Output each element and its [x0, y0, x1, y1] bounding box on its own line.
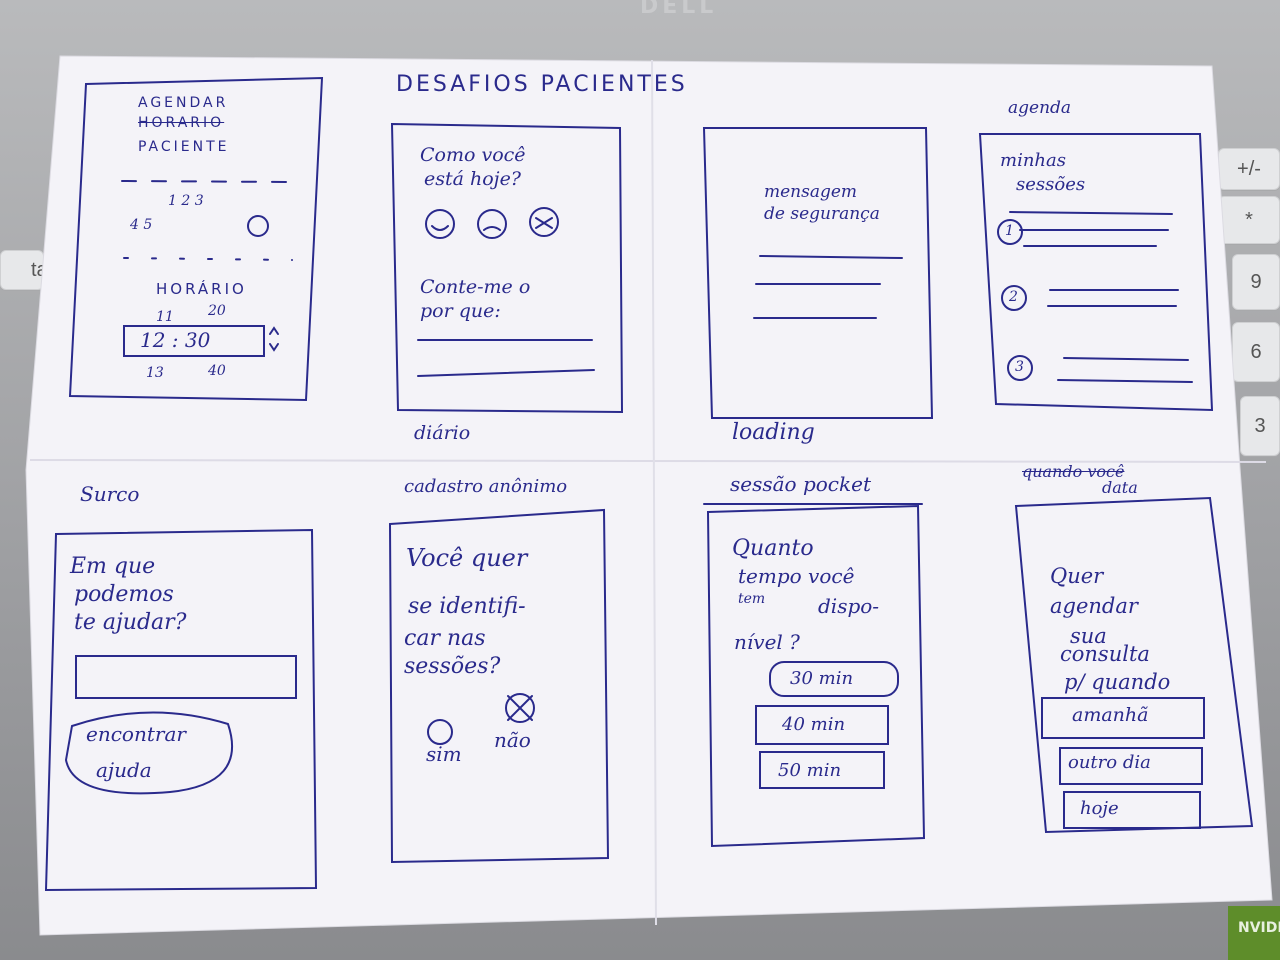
time-below-hour: 13 — [146, 365, 164, 381]
anonimo-yes-label[interactable]: sim — [426, 742, 462, 766]
key-nine[interactable]: 9 — [1232, 254, 1280, 310]
option-30-min-button[interactable]: 30 min — [790, 668, 854, 689]
quando-question-5: p/ quando — [1064, 670, 1171, 694]
anonimo-no-label[interactable]: não — [494, 728, 531, 752]
surco-question-1: Em que — [70, 554, 156, 579]
nvidia-sticker: NVIDIA — [1228, 906, 1280, 960]
loading-text-1: mensagem — [764, 182, 858, 202]
paciente-label: PACIENTE — [138, 139, 230, 155]
surco-question-3: te ajudar? — [74, 610, 187, 635]
horario-heading: HORÁRIO — [156, 280, 247, 298]
anonimo-header: cadastro anônimo — [404, 476, 568, 497]
option-outro-dia-button[interactable]: outro dia — [1068, 752, 1151, 773]
time-picker[interactable]: 12 : 30 — [140, 328, 211, 352]
agendar-label: AGENDAR — [138, 95, 229, 111]
laptop-brand-logo: DELL — [640, 0, 718, 19]
option-hoje-button[interactable]: hoje — [1080, 798, 1119, 819]
surco-question-2: podemos — [74, 582, 174, 607]
pocket-question-3: tem — [738, 591, 766, 607]
time-above-hour: 11 — [156, 309, 174, 325]
key-tab[interactable]: ta — [0, 250, 48, 290]
quando-question-2: agendar — [1050, 594, 1138, 618]
agenda-item-3[interactable]: 3 — [1015, 359, 1024, 375]
pocket-question-1: Quanto — [732, 536, 814, 561]
diario-prompt-2: por que: — [420, 300, 501, 322]
pocket-question-4: dispo- — [818, 594, 880, 618]
loading-text-2: de segurança — [764, 204, 880, 224]
quando-question-3: sua — [1070, 624, 1107, 648]
horario-struck-label: HORARIO — [138, 115, 225, 131]
diario-question-2: está hoje? — [424, 168, 521, 190]
diario-question-1: Como você — [420, 144, 526, 166]
agenda-header: agenda — [1008, 98, 1072, 118]
key-three[interactable]: 3 — [1240, 396, 1280, 456]
option-amanha-button[interactable]: amanhã — [1072, 704, 1149, 726]
encontrar-ajuda-button-2[interactable]: ajuda — [96, 758, 152, 782]
pocket-question-2: tempo você — [738, 564, 855, 588]
quando-question-1: Quer — [1050, 564, 1104, 588]
anonimo-question-3: car nas — [404, 626, 486, 651]
loading-caption: loading — [732, 420, 815, 445]
option-40-min-button[interactable]: 40 min — [782, 714, 846, 735]
page-title: DESAFIOS PACIENTES — [396, 72, 688, 97]
quando-header: data — [1102, 478, 1138, 497]
anonimo-question-2: se identifi- — [408, 594, 526, 619]
key-star[interactable]: * — [1218, 196, 1280, 244]
time-above-minute: 20 — [208, 303, 226, 319]
calendar-row-2: 4 5 — [130, 217, 153, 233]
pocket-question-5: nível ? — [734, 630, 800, 654]
agenda-item-1[interactable]: 1 — [1005, 223, 1014, 239]
diario-prompt-1: Conte-me o — [420, 276, 531, 298]
anonimo-question-4: sessões? — [404, 654, 501, 679]
calendar-row-1: 1 2 3 — [168, 193, 204, 209]
agenda-title-2: sessões — [1016, 174, 1086, 195]
time-below-minute: 40 — [208, 363, 226, 379]
option-50-min-button[interactable]: 50 min — [778, 760, 842, 781]
key-six[interactable]: 6 — [1232, 322, 1280, 382]
agenda-item-2[interactable]: 2 — [1009, 289, 1018, 305]
quando-header-struck: quando você — [1022, 462, 1125, 481]
anonimo-question-1: Você quer — [406, 544, 528, 572]
key-plusminus[interactable]: +/- — [1218, 148, 1280, 190]
diario-caption: diário — [414, 422, 471, 444]
surco-header: Surco — [80, 482, 140, 506]
quando-question-4: consulta — [1060, 642, 1150, 666]
encontrar-ajuda-button-1[interactable]: encontrar — [86, 722, 186, 746]
pocket-header: sessão pocket — [730, 472, 871, 496]
agenda-title-1: minhas — [1000, 150, 1066, 171]
